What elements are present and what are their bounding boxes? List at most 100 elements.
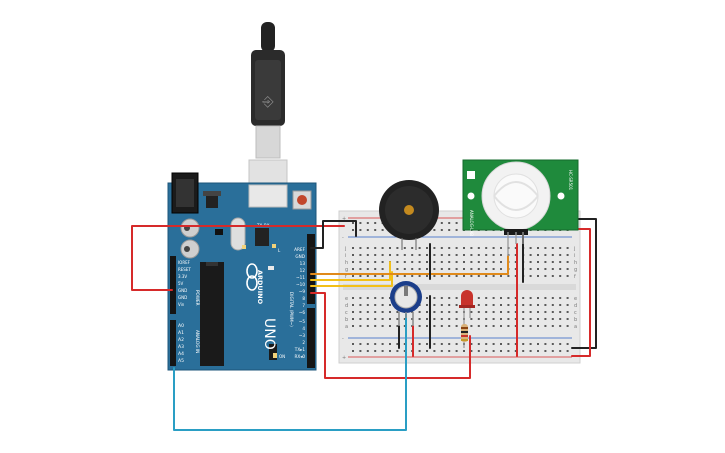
breadboard-hole[interactable] xyxy=(366,229,369,231)
breadboard-hole[interactable] xyxy=(455,229,458,231)
breadboard-hole[interactable] xyxy=(374,325,377,327)
breadboard-hole[interactable] xyxy=(537,268,539,270)
breadboard-hole[interactable] xyxy=(352,229,354,231)
breadboard-hole[interactable] xyxy=(559,268,562,270)
breadboard-hole[interactable] xyxy=(418,261,421,263)
breadboard-hole[interactable] xyxy=(522,343,525,345)
breadboard-hole[interactable] xyxy=(551,325,554,327)
breadboard-hole[interactable] xyxy=(455,222,458,224)
breadboard-hole[interactable] xyxy=(551,268,554,270)
breadboard-hole[interactable] xyxy=(485,268,488,270)
breadboard-hole[interactable] xyxy=(551,304,554,306)
breadboard-hole[interactable] xyxy=(374,275,377,277)
breadboard-hole[interactable] xyxy=(485,275,488,277)
breadboard-hole[interactable] xyxy=(477,297,480,299)
breadboard-hole[interactable] xyxy=(485,261,488,263)
breadboard-hole[interactable] xyxy=(381,268,384,270)
breadboard-hole[interactable] xyxy=(418,343,421,345)
breadboard-hole[interactable] xyxy=(418,318,421,320)
breadboard-hole[interactable] xyxy=(366,311,369,313)
breadboard-hole[interactable] xyxy=(529,275,532,277)
breadboard-hole[interactable] xyxy=(514,247,517,249)
breadboard-hole[interactable] xyxy=(492,343,495,345)
breadboard-hole[interactable] xyxy=(374,304,377,306)
breadboard-hole[interactable] xyxy=(537,318,539,320)
breadboard-hole[interactable] xyxy=(485,254,488,256)
breadboard-hole[interactable] xyxy=(500,311,502,313)
breadboard-hole[interactable] xyxy=(366,318,369,320)
breadboard-hole[interactable] xyxy=(359,343,362,345)
breadboard-hole[interactable] xyxy=(440,254,443,256)
breadboard-hole[interactable] xyxy=(403,247,406,249)
breadboard-hole[interactable] xyxy=(440,261,443,263)
breadboard-hole[interactable] xyxy=(396,254,399,256)
breadboard-hole[interactable] xyxy=(544,350,547,352)
breadboard-hole[interactable] xyxy=(359,275,362,277)
breadboard-hole[interactable] xyxy=(418,268,421,270)
breadboard-hole[interactable] xyxy=(551,318,554,320)
breadboard-hole[interactable] xyxy=(433,325,436,327)
breadboard-hole[interactable] xyxy=(492,254,495,256)
breadboard-hole[interactable] xyxy=(463,261,465,263)
breadboard-hole[interactable] xyxy=(433,350,436,352)
breadboard-hole[interactable] xyxy=(359,268,362,270)
breadboard-hole[interactable] xyxy=(566,247,569,249)
breadboard-hole[interactable] xyxy=(455,275,458,277)
breadboard-hole[interactable] xyxy=(566,275,569,277)
breadboard-hole[interactable] xyxy=(544,343,547,345)
breadboard-hole[interactable] xyxy=(470,268,473,270)
breadboard-hole[interactable] xyxy=(544,311,547,313)
breadboard-hole[interactable] xyxy=(529,343,532,345)
breadboard-hole[interactable] xyxy=(559,350,562,352)
breadboard-hole[interactable] xyxy=(381,247,384,249)
breadboard-hole[interactable] xyxy=(537,297,539,299)
breadboard-hole[interactable] xyxy=(537,261,539,263)
breadboard-hole[interactable] xyxy=(470,350,473,352)
breadboard-hole[interactable] xyxy=(374,268,377,270)
breadboard-hole[interactable] xyxy=(544,275,547,277)
breadboard-hole[interactable] xyxy=(418,254,421,256)
breadboard-hole[interactable] xyxy=(440,229,443,231)
breadboard-hole[interactable] xyxy=(359,229,362,231)
breadboard-hole[interactable] xyxy=(485,325,488,327)
breadboard-hole[interactable] xyxy=(440,275,443,277)
breadboard-hole[interactable] xyxy=(403,325,406,327)
breadboard-hole[interactable] xyxy=(507,297,510,299)
breadboard-hole[interactable] xyxy=(374,229,377,231)
breadboard-hole[interactable] xyxy=(455,304,458,306)
breadboard-hole[interactable] xyxy=(433,254,436,256)
breadboard-hole[interactable] xyxy=(559,297,562,299)
breadboard-hole[interactable] xyxy=(470,325,473,327)
breadboard-hole[interactable] xyxy=(403,261,406,263)
breadboard-hole[interactable] xyxy=(448,343,451,345)
breadboard-hole[interactable] xyxy=(470,311,473,313)
breadboard-hole[interactable] xyxy=(418,275,421,277)
breadboard-hole[interactable] xyxy=(418,325,421,327)
breadboard-hole[interactable] xyxy=(403,275,406,277)
breadboard-hole[interactable] xyxy=(463,350,465,352)
breadboard-hole[interactable] xyxy=(403,268,406,270)
breadboard-hole[interactable] xyxy=(440,343,443,345)
breadboard-hole[interactable] xyxy=(359,254,362,256)
breadboard-hole[interactable] xyxy=(455,261,458,263)
breadboard-hole[interactable] xyxy=(448,254,451,256)
breadboard-hole[interactable] xyxy=(440,247,443,249)
breadboard-hole[interactable] xyxy=(440,297,443,299)
breadboard-hole[interactable] xyxy=(426,311,428,313)
breadboard-hole[interactable] xyxy=(389,247,391,249)
breadboard-hole[interactable] xyxy=(381,325,384,327)
breadboard-hole[interactable] xyxy=(485,297,488,299)
breadboard-hole[interactable] xyxy=(448,304,451,306)
breadboard-hole[interactable] xyxy=(500,304,502,306)
breadboard-hole[interactable] xyxy=(448,297,451,299)
breadboard-hole[interactable] xyxy=(522,325,525,327)
breadboard-hole[interactable] xyxy=(411,275,414,277)
breadboard-hole[interactable] xyxy=(426,268,428,270)
breadboard-hole[interactable] xyxy=(426,343,428,345)
breadboard-hole[interactable] xyxy=(485,304,488,306)
breadboard-hole[interactable] xyxy=(433,261,436,263)
breadboard-hole[interactable] xyxy=(396,311,399,313)
breadboard-hole[interactable] xyxy=(537,247,539,249)
breadboard-hole[interactable] xyxy=(507,318,510,320)
breadboard-hole[interactable] xyxy=(537,311,539,313)
